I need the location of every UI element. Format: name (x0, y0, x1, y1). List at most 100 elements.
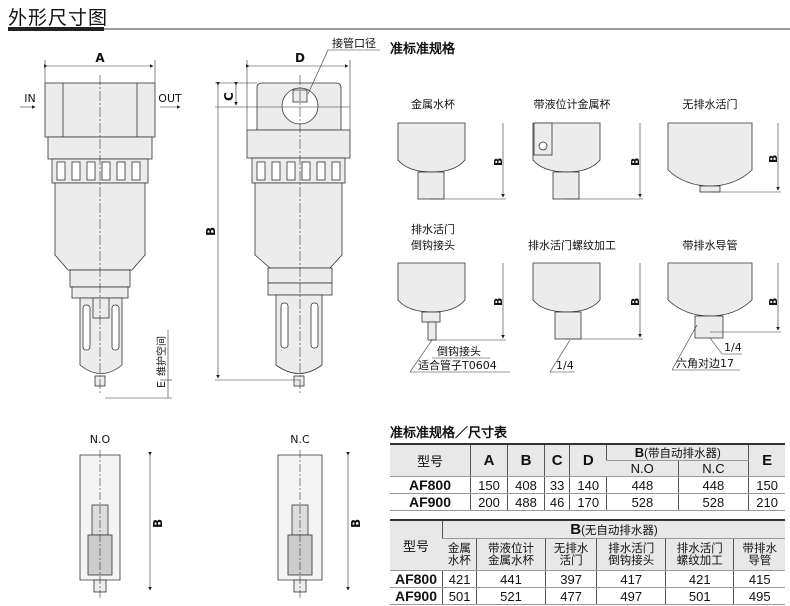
col-no: N.O (606, 460, 679, 477)
col-b-label: B (570, 521, 582, 538)
dim-d-label: D (295, 51, 305, 65)
cell: 528 (677, 493, 749, 511)
in-label: IN (24, 92, 35, 105)
option-label: 金属水杯 (411, 97, 455, 111)
thread-note: 1/4 (724, 341, 742, 354)
cell: 501 (441, 587, 477, 605)
port-size-label: 接管口径 (332, 36, 376, 50)
cell: 421 (441, 570, 477, 588)
option-dim-b: B (629, 298, 642, 306)
cell: 150 (469, 476, 508, 494)
option-no-drain-valve-drawing (667, 122, 753, 187)
cell: 200 (469, 493, 508, 511)
col-option: 排水活门倒钩接头 (596, 538, 666, 571)
cell: 210 (748, 493, 785, 511)
option-label: 带液位计金属杯 (534, 97, 611, 111)
option-dim-b: B (492, 158, 505, 166)
dim-e-label: E (155, 381, 168, 388)
col-label: 水杯 (447, 554, 471, 567)
cell: 495 (733, 587, 785, 605)
col-label: 导管 (748, 554, 772, 567)
title-underline (8, 27, 104, 31)
col-label: 带排水 (742, 542, 777, 555)
side-view-drawing (246, 82, 351, 387)
cell: 501 (664, 587, 734, 605)
col-option: 金属水杯 (442, 538, 477, 571)
option-label: 无排水活门 (683, 97, 738, 111)
dim-b-label: B (204, 227, 218, 236)
cell-model: AF800 (390, 476, 471, 494)
cell: 140 (569, 476, 607, 494)
cell: 521 (476, 587, 546, 605)
cell: 150 (748, 476, 785, 494)
cell: 415 (733, 570, 785, 588)
cell: 417 (596, 570, 666, 588)
dimension-table: 型号 A B C D B(带自动排水器) E N.O N.C AF800 150… (390, 443, 785, 511)
cell: 408 (507, 476, 545, 494)
cell: 448 (606, 476, 679, 494)
col-b-auto-note: (带自动排水器) (644, 448, 721, 460)
option-barb-drawing (397, 262, 466, 313)
col-nc: N.C (677, 460, 749, 477)
col-label: 排水活门 (608, 542, 655, 555)
cell: 170 (569, 493, 607, 511)
col-e: E (748, 444, 785, 477)
cell: 33 (544, 476, 570, 494)
nc-label: N.C (290, 433, 310, 446)
option-label: 排水活门螺纹加工 (528, 238, 616, 252)
option-label: 倒钩接头 (411, 238, 455, 252)
dim-c-label: C (222, 92, 236, 101)
col-label: 金属 (447, 542, 471, 555)
col-label: 无排水 (553, 542, 589, 555)
cell-model: AF800 (390, 570, 443, 588)
cell: 497 (596, 587, 666, 605)
col-option: 排水活门螺纹加工 (664, 538, 734, 571)
col-model: 型号 (390, 520, 443, 571)
nc-dim-b-label: B (349, 519, 363, 528)
col-label: 螺纹加工 (676, 554, 723, 567)
no-label: N.O (90, 433, 111, 446)
col-label: 带液位计 (488, 542, 534, 555)
col-option: 带排水导管 (733, 538, 785, 571)
cell-model: AF900 (390, 587, 443, 605)
col-label: 金属水杯 (488, 554, 534, 567)
col-model: 型号 (390, 444, 471, 477)
col-label: 倒钩接头 (608, 554, 655, 567)
option-dim-b: B (492, 298, 505, 306)
out-label: OUT (158, 92, 182, 105)
dimension-table-no-auto-drain: 型号 B(无自动排水器) 金属水杯 带液位计金属水杯 无排水活门 排水活门倒钩接… (390, 519, 785, 605)
col-d: D (569, 444, 607, 477)
thread-note: 1/4 (556, 359, 574, 372)
col-label: 活门 (559, 554, 583, 567)
table-row: AF900 200 488 46 170 528 528 210 (390, 493, 785, 511)
col-b-manual: B(无自动排水器) (442, 520, 785, 539)
hex-note: 六角对边17 (676, 356, 734, 370)
cell: 528 (606, 493, 679, 511)
title-rule (104, 28, 790, 30)
cell: 477 (544, 587, 597, 605)
options-title: 准标准规格 (390, 41, 456, 57)
table-row: AF900 501 521 477 497 501 495 (390, 587, 785, 605)
option-threaded-drain-drawing (532, 262, 601, 313)
cell: 421 (664, 570, 734, 588)
option-label: 带排水导管 (683, 238, 738, 252)
cell: 46 (544, 493, 570, 511)
col-b-note: (无自动排水器) (581, 525, 658, 537)
col-option: 无排水活门 (544, 538, 597, 571)
cell: 441 (476, 570, 546, 588)
dim-a-label: A (95, 51, 105, 65)
barb-fitting-note: 倒钩接头 (437, 344, 481, 358)
option-dim-b: B (629, 158, 642, 166)
page-title: 外形尺寸图 (8, 7, 109, 29)
col-b-auto: B(带自动排水器) (606, 444, 749, 461)
col-a: A (469, 444, 508, 477)
col-option: 带液位计金属水杯 (476, 538, 546, 571)
col-b: B (507, 444, 545, 477)
option-dim-b: B (767, 298, 780, 306)
table-row: AF800 421 441 397 417 421 415 (390, 570, 785, 588)
option-label: 排水活门 (411, 222, 455, 236)
maintenance-space-label: 维护空间 (155, 336, 168, 376)
cell: 397 (544, 570, 597, 588)
tube-note: 适合管子T0604 (418, 358, 497, 372)
